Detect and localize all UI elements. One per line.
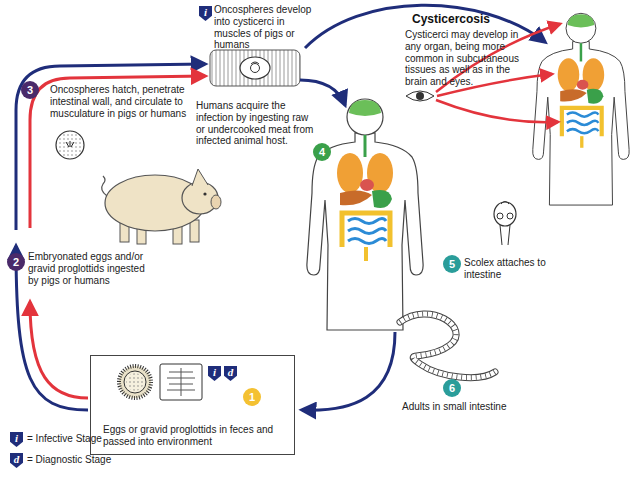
stage-badge: i <box>208 366 221 381</box>
human-figure <box>307 99 423 330</box>
scolex-illustration <box>501 202 509 205</box>
callout-number: 5 <box>443 255 461 273</box>
scolex-illustration <box>494 202 516 226</box>
scolex-illustration <box>494 202 516 246</box>
callout-number: 2 <box>7 253 25 271</box>
tapeworm-illustration <box>400 314 495 378</box>
egg-illustration <box>126 373 144 391</box>
tapeworm-illustration <box>400 314 495 378</box>
callout-number: 4 <box>313 143 331 161</box>
pig-illustration <box>203 192 206 195</box>
stage-badge: d <box>10 453 23 468</box>
pig-illustration <box>102 176 107 196</box>
cycle-arrow <box>300 80 345 105</box>
human-figure <box>533 13 629 205</box>
eye-symbol <box>406 91 434 101</box>
egg-illustration <box>119 366 151 398</box>
egg-illustration <box>119 366 151 398</box>
cycle-arrow <box>16 5 545 410</box>
pig-illustration <box>190 220 199 242</box>
proglottid-illustration <box>160 364 202 400</box>
stage-badge: i <box>10 432 23 447</box>
scolex-illustration <box>497 213 503 219</box>
step-text: Oncospheres hatch, penetrate intestinal … <box>50 84 208 119</box>
proglottid-illustration <box>167 368 195 396</box>
step-text: Scolex attaches to intestine <box>464 257 546 281</box>
tapeworm-illustration <box>400 314 495 378</box>
muscle-illustration <box>240 57 270 79</box>
stage-badge: d <box>224 366 237 381</box>
step-text: Embryonated eggs and/or gravid proglotti… <box>28 251 148 286</box>
cycle-arrow <box>302 332 395 410</box>
step-text: Oncospheres develop into cysticerci in m… <box>214 4 322 51</box>
eye-symbol <box>416 92 424 100</box>
section-heading: Cysticercosis <box>412 12 532 26</box>
step-text: Humans acquire the infection by ingestin… <box>196 100 314 147</box>
muscle-illustration <box>210 50 300 86</box>
callout-number: 3 <box>21 81 39 99</box>
cycle-arrow <box>30 302 88 398</box>
callout-number: 6 <box>443 379 461 397</box>
muscle-illustration <box>251 64 260 73</box>
muscle-illustration <box>210 50 300 86</box>
stage-badge: i <box>199 6 212 21</box>
step-text: Adults in small intestine <box>402 401 532 413</box>
box-text: Eggs or gravid proglottids in feces and … <box>103 424 291 448</box>
muscle-illustration <box>251 62 259 64</box>
oncosphere-illustration <box>56 131 84 159</box>
eye-symbol <box>406 91 434 101</box>
scolex-illustration <box>500 225 510 245</box>
scolex-illustration <box>507 213 513 219</box>
step-text: Cysticerci may develop in any organ, bei… <box>405 29 527 88</box>
pig-illustration <box>211 195 221 209</box>
pig-illustration <box>192 169 208 186</box>
callout-number: 1 <box>243 388 261 406</box>
egg-illustration <box>124 371 146 393</box>
pig-illustration <box>102 169 221 244</box>
tapeworm-illustration <box>400 314 495 378</box>
oncosphere-illustration <box>56 131 84 159</box>
legend-text: = Diagnostic Stage <box>27 454 111 466</box>
legend-text: = Infective Stage <box>27 433 102 445</box>
spread-arrow <box>436 100 558 122</box>
proglottid-illustration <box>160 364 202 400</box>
oncosphere-illustration <box>66 141 74 147</box>
